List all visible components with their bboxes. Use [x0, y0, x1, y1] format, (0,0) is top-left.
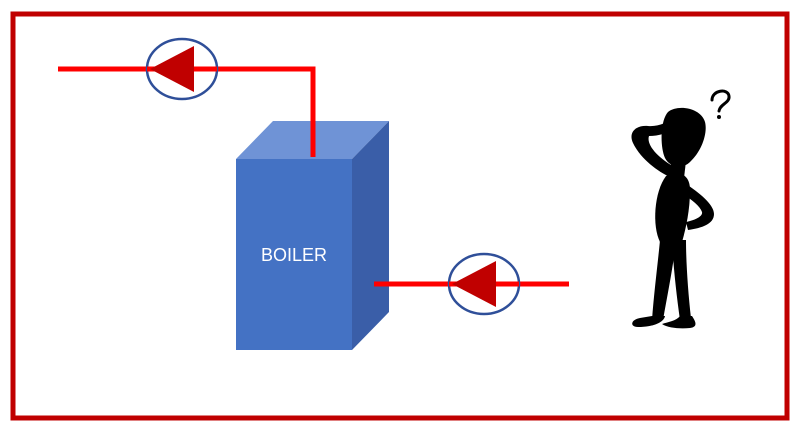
- pump-arrow-left-icon: [447, 252, 521, 316]
- boiler: BOILER: [236, 121, 389, 350]
- boiler-front-face: [236, 159, 352, 350]
- boiler-side-face: [352, 121, 389, 350]
- pump-arrow-left-icon: [145, 37, 219, 101]
- boiler-label: BOILER: [261, 245, 327, 265]
- question-mark-icon: [710, 89, 731, 113]
- confused-person-icon: [631, 89, 731, 329]
- frame-border: [10, 11, 790, 421]
